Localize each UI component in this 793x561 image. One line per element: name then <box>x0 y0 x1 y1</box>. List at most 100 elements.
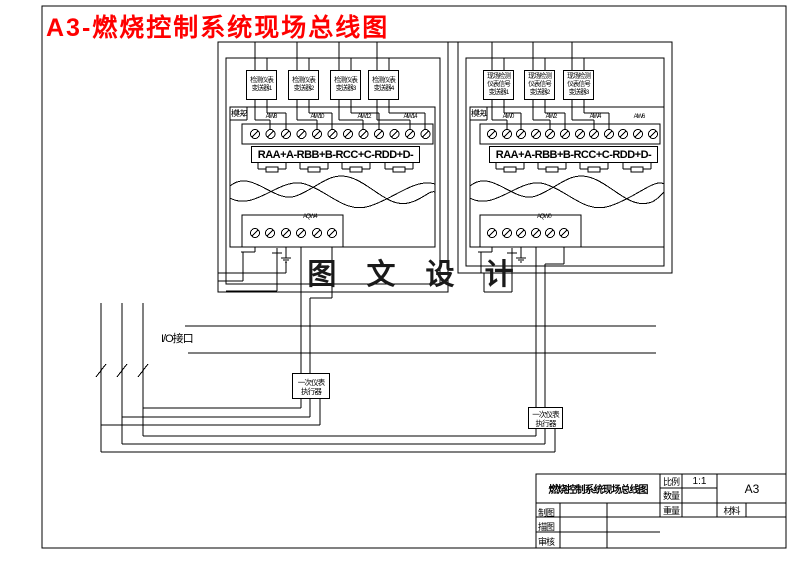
ai-channel-label: AIW8 <box>265 114 278 120</box>
screw-terminal <box>343 129 353 139</box>
screw-terminal <box>589 129 599 139</box>
instrument-label: 变送器3 <box>335 85 357 92</box>
terminal-slash <box>282 229 290 237</box>
checker-label: 审核 <box>538 537 555 547</box>
terminal-slash <box>251 130 259 138</box>
instrument-label: 执行器 <box>301 387 322 396</box>
twisted-pair-cable <box>469 175 665 205</box>
terminal-slash <box>517 229 525 237</box>
screw-terminal <box>281 228 291 238</box>
screw-terminal <box>296 228 306 238</box>
titleblock-drawing-title: 燃烧控制系统现场总线图 <box>548 485 649 496</box>
twisted-pair-cable <box>229 175 436 205</box>
field-instrument-box: 检测仪表 变送器1 <box>246 70 277 100</box>
instrument-label: 变送器4 <box>373 85 395 92</box>
terminal-slash <box>282 130 290 138</box>
resistor-symbol <box>265 166 279 173</box>
maker-label: 制图 <box>538 508 555 518</box>
screw-terminal <box>545 129 555 139</box>
terminal-slash <box>360 130 367 138</box>
screw-terminal <box>250 129 260 139</box>
screw-terminal <box>374 129 384 139</box>
terminal-slash <box>488 229 496 237</box>
wire <box>116 363 128 378</box>
screw-terminal <box>502 228 512 238</box>
weight-label: 重量 <box>662 505 680 516</box>
instrument-label: 检测仪表 <box>372 77 396 84</box>
enclosure-box <box>241 123 434 145</box>
terminal-slash <box>313 229 321 237</box>
terminal-slash <box>560 229 568 237</box>
screw-terminal <box>281 129 291 139</box>
field-instrument-box: 检测仪表 变送器2 <box>288 70 319 100</box>
terminal-slash <box>605 130 613 138</box>
terminal-slash <box>422 130 429 138</box>
terminal-slash <box>313 130 321 138</box>
io-interface-label: I/O接口 <box>161 333 194 345</box>
module-1-label: 模块1 <box>471 109 487 118</box>
screw-terminal <box>487 228 497 238</box>
terminal-slash <box>503 130 511 138</box>
screw-terminal <box>296 129 307 139</box>
terminal-slash <box>375 130 383 138</box>
enclosure-box <box>225 57 441 285</box>
screw-terminal <box>516 129 526 139</box>
resistor-symbol <box>349 166 363 173</box>
enclosure-box <box>469 106 665 248</box>
instrument-label: 变送器1 <box>488 89 510 96</box>
resistor-symbol <box>503 166 517 173</box>
quantity-label: 数量 <box>662 491 680 501</box>
terminal-slash <box>576 130 584 138</box>
screw-terminal <box>633 129 643 139</box>
screw-terminal <box>648 129 658 139</box>
instrument-label: 仪表信号 <box>528 81 552 88</box>
enclosure-box <box>535 473 787 549</box>
instrument-label: 现场检测 <box>567 73 591 80</box>
terminal-slash <box>590 130 598 138</box>
screw-terminal <box>516 228 526 238</box>
screw-terminal <box>545 228 555 238</box>
terminal-slash <box>546 130 554 138</box>
watermark-text: 图 文 设 计 <box>307 259 525 291</box>
enclosure-box <box>479 123 661 145</box>
screw-terminal <box>327 129 338 139</box>
enclosure-box <box>241 214 344 248</box>
terminal-slash <box>532 130 540 138</box>
screw-terminal <box>618 129 628 139</box>
instrument-label: 现场检测 <box>528 73 552 80</box>
terminal-names-row: RAA+A-RBB+B-RCC+C-RDD+D- <box>489 146 658 163</box>
instrument-label: 一次仪表 <box>297 378 326 387</box>
primary-instrument-box: 一次仪表 执行器 <box>528 407 563 429</box>
instrument-label: 仪表信号 <box>487 81 511 88</box>
scale-label: 比例 <box>662 476 680 487</box>
tracer-label: 描图 <box>538 522 555 532</box>
field-instrument-box: 检测仪表 变送器3 <box>330 70 361 100</box>
instrument-label: 检测仪表 <box>250 77 274 84</box>
terminal-slash <box>329 130 336 138</box>
ai-channel-label: AIW2 <box>545 114 558 120</box>
terminal-slash <box>298 130 305 138</box>
screw-terminal <box>420 129 431 139</box>
instrument-label: 检测仪表 <box>292 77 316 84</box>
terminal-slash <box>488 130 496 138</box>
wire <box>137 363 149 378</box>
instrument-label: 变送器2 <box>529 89 551 96</box>
screw-terminal <box>531 228 541 238</box>
twisted-pair-cable <box>469 182 665 209</box>
terminal-slash <box>634 130 642 138</box>
twisted-pair-cable <box>229 182 436 209</box>
screw-terminal <box>575 129 585 139</box>
terminal-slash <box>406 130 414 138</box>
terminal-slash <box>251 229 259 237</box>
terminal-slash <box>503 229 511 237</box>
screw-terminal <box>405 129 415 139</box>
screw-terminal <box>265 129 276 139</box>
sheet-size-code: A3 <box>744 481 760 496</box>
resistor-symbol <box>587 166 601 173</box>
page-title: A3-燃烧控制系统现场总线图 <box>46 14 390 42</box>
enclosure-box <box>217 41 449 293</box>
terminal-slash <box>267 130 274 138</box>
terminal-slash <box>266 229 274 237</box>
